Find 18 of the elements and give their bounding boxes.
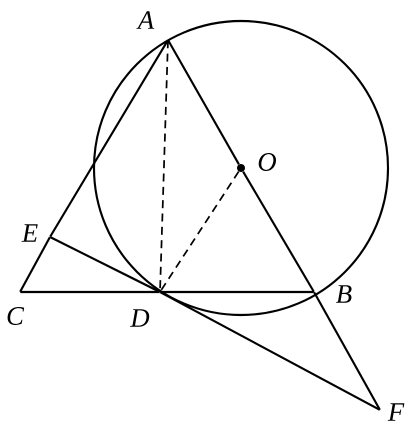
node-label: O — [258, 153, 276, 171]
vertex-point: F — [388, 403, 404, 421]
line-segment — [313, 292, 381, 410]
line-segment — [19, 236, 51, 292]
vertex-point: E — [22, 224, 38, 242]
dashed-segment — [159, 171, 240, 292]
vertex-point: C — [8, 307, 24, 325]
center-point: O — [237, 153, 276, 172]
vertex-point: B — [336, 285, 352, 303]
vertex-point: D — [130, 309, 150, 327]
line-segment — [242, 171, 315, 292]
line-segment — [50, 236, 160, 293]
line-segment — [160, 291, 380, 411]
vertex-point: A — [136, 11, 154, 29]
line-segment — [49, 40, 169, 238]
line-segment — [167, 40, 240, 165]
line-segment — [160, 290, 314, 294]
line-segment — [20, 290, 160, 294]
